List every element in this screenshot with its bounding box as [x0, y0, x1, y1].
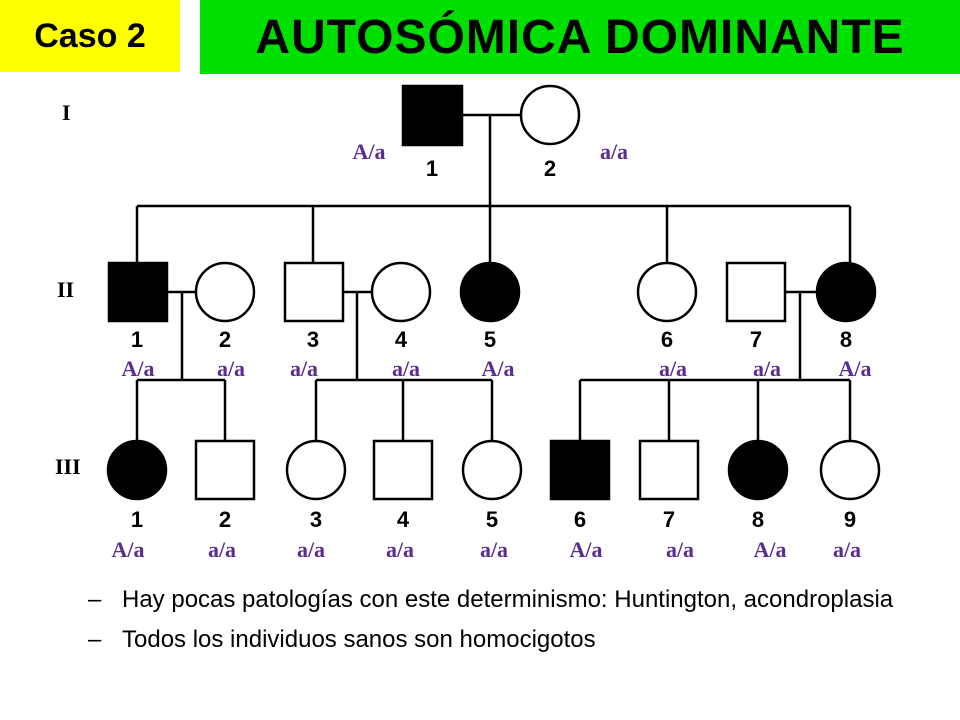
- case-label: Caso 2: [0, 0, 180, 72]
- individual-number: 2: [219, 507, 231, 532]
- individual-number: 9: [844, 507, 856, 532]
- individual-number: 6: [574, 507, 586, 532]
- individual-III-2: [194, 439, 256, 501]
- individual-number: 5: [484, 327, 496, 352]
- individual-III-7: [638, 439, 700, 501]
- individual-number: 7: [663, 507, 675, 532]
- individual-I-1: [401, 84, 464, 147]
- genotype-label: a/a: [290, 356, 318, 381]
- individual-number: 8: [840, 327, 852, 352]
- individual-number: 1: [131, 327, 143, 352]
- generation-label-1: I: [62, 100, 71, 125]
- note-item: – Hay pocas patologías con este determin…: [88, 585, 948, 615]
- individual-III-9: [819, 439, 881, 501]
- individual-II-7: [725, 261, 787, 323]
- notes-list: – Hay pocas patologías con este determin…: [88, 585, 948, 665]
- individual-II-2: [194, 261, 256, 323]
- individual-III-4: [372, 439, 434, 501]
- genotype-label: A/a: [839, 356, 872, 381]
- individual-III-1: [106, 439, 168, 501]
- genotype-label: A/a: [353, 139, 386, 164]
- individual-II-3: [283, 261, 345, 323]
- generation-label-3: III: [55, 454, 81, 479]
- page-title: AUTOSÓMICA DOMINANTE: [200, 0, 960, 74]
- genotype-label: a/a: [217, 356, 245, 381]
- individual-number: 7: [750, 327, 762, 352]
- genotype-label: A/a: [122, 356, 155, 381]
- generation-label-2: II: [57, 277, 74, 302]
- genotype-label: a/a: [480, 537, 508, 562]
- individual-number: 4: [397, 507, 410, 532]
- individual-I-2: [519, 84, 581, 146]
- individual-number: 3: [310, 507, 322, 532]
- genotype-label: a/a: [833, 537, 861, 562]
- genotype-label: a/a: [208, 537, 236, 562]
- individual-III-3: [285, 439, 347, 501]
- individual-number: 4: [395, 327, 408, 352]
- individual-III-6: [549, 439, 611, 501]
- genotype-label: a/a: [659, 356, 687, 381]
- individual-II-5: [459, 261, 521, 323]
- pedigree-chart: I II III 1 2 A/a a/a 1 2 3 4 5 6 7 8 A/a…: [55, 84, 881, 562]
- individual-III-5: [461, 439, 523, 501]
- genotype-label: a/a: [392, 356, 420, 381]
- individual-number: 2: [219, 327, 231, 352]
- individual-number: 5: [486, 507, 498, 532]
- pedigree-lines: [135, 113, 852, 440]
- individual-number: 1: [426, 156, 438, 181]
- note-text: Hay pocas patologías con este determinis…: [122, 586, 894, 613]
- individual-number: 3: [307, 327, 319, 352]
- genotype-label: A/a: [482, 356, 515, 381]
- bullet-dash: –: [88, 626, 102, 653]
- genotype-label: A/a: [112, 537, 145, 562]
- genotype-label: A/a: [570, 537, 603, 562]
- note-item: – Todos los individuos sanos son homocig…: [88, 625, 948, 655]
- individual-number: 6: [661, 327, 673, 352]
- genotype-label: a/a: [386, 537, 414, 562]
- genotype-label: a/a: [600, 139, 628, 164]
- individual-number: 2: [544, 156, 556, 181]
- individual-II-4: [370, 261, 432, 323]
- individual-II-8: [815, 261, 877, 323]
- bullet-dash: –: [88, 586, 102, 613]
- individual-number: 8: [752, 507, 764, 532]
- individual-II-1: [107, 261, 169, 323]
- genotype-label: a/a: [753, 356, 781, 381]
- genotype-label: a/a: [297, 537, 325, 562]
- individual-II-6: [636, 261, 698, 323]
- individual-III-8: [727, 439, 789, 501]
- genotype-label: a/a: [666, 537, 694, 562]
- genotype-label: A/a: [754, 537, 787, 562]
- individual-number: 1: [131, 507, 143, 532]
- note-text: Todos los individuos sanos son homocigot…: [122, 626, 596, 653]
